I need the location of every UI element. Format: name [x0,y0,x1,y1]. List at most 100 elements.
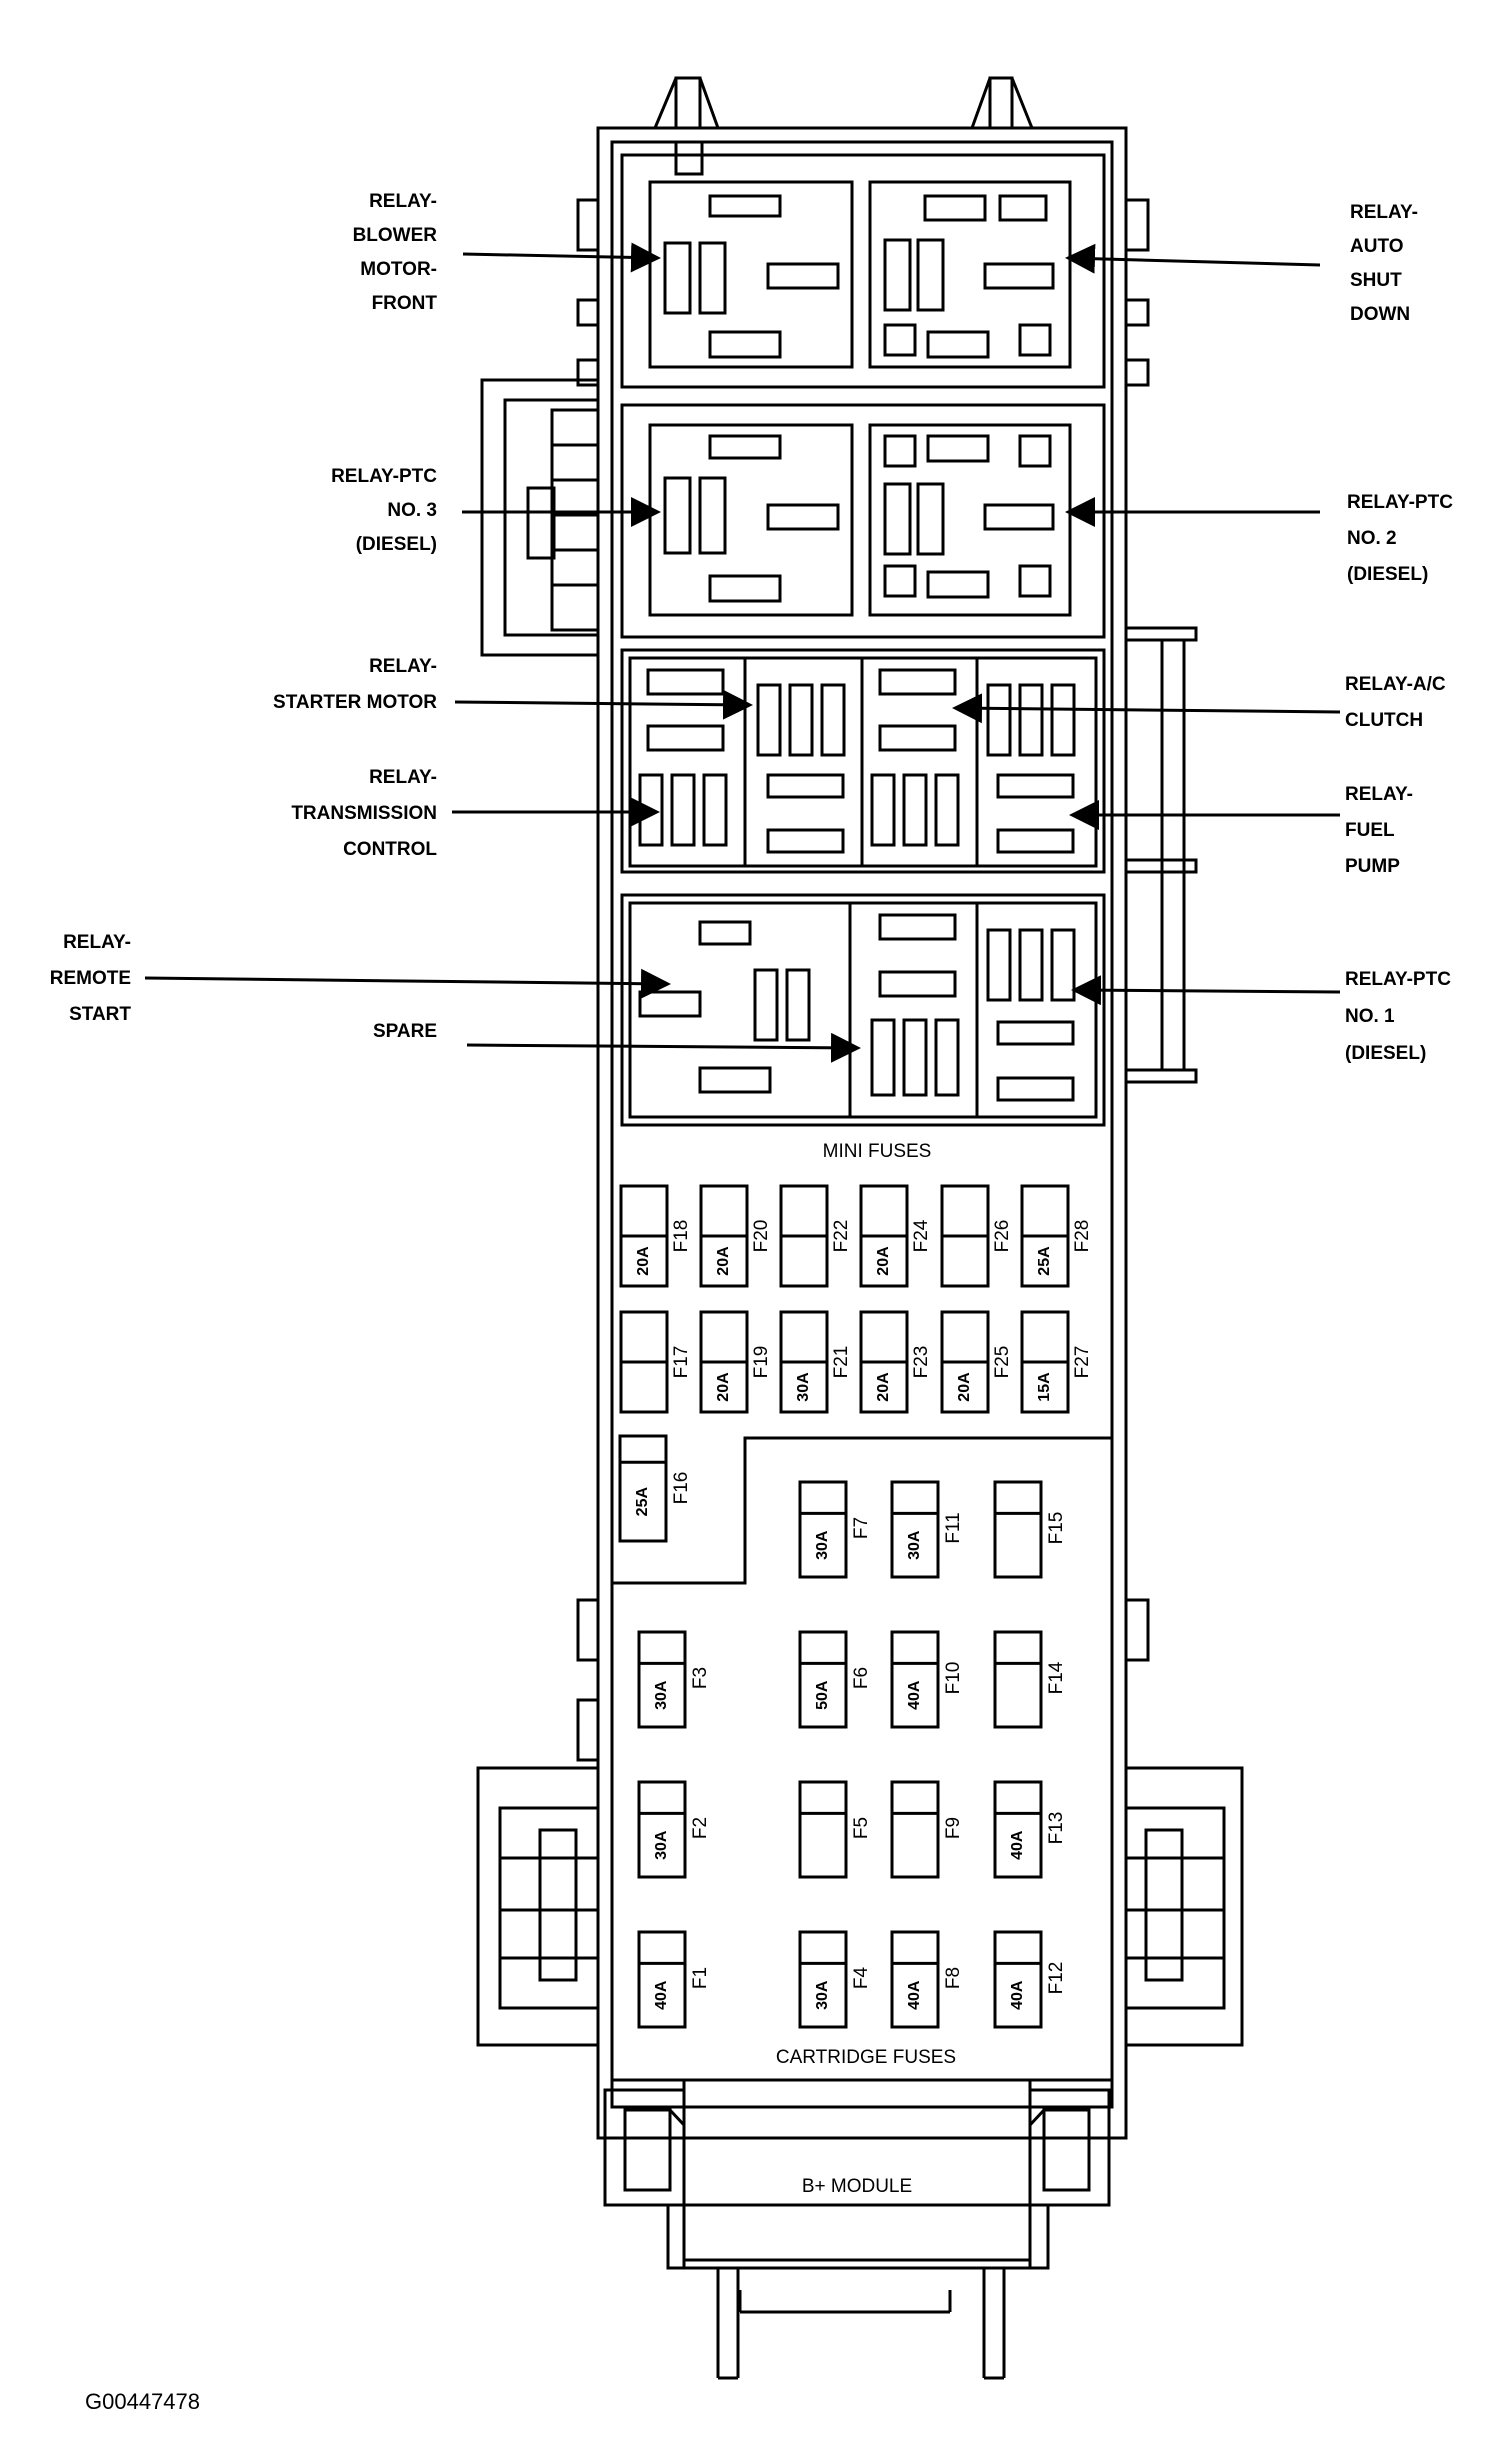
cartridge-fuse-f14: F14 [993,1630,1067,1729]
relay-labels: RELAY-BLOWERMOTOR-FRONTRELAY-AUTOSHUTDOW… [50,191,1453,1064]
fuse-id: F10 [943,1662,964,1695]
mini-fuse-f26: F26 [940,1184,1013,1288]
fuse-amperage: 15A [1036,1372,1053,1402]
callout-arrows [144,242,1341,1063]
label-fuel-pump-line-1: RELAY- [1345,784,1413,805]
fuse-id: F25 [992,1346,1013,1379]
label-ptc-no3-line-2: NO. 3 [387,500,437,521]
fuse-id: F20 [751,1220,772,1253]
label-remote-start-line-3: START [69,1004,131,1025]
label-auto-shut-down-line-4: DOWN [1350,304,1410,325]
fuse-id: F2 [690,1817,711,1839]
fuse-amperage: 40A [1009,1830,1026,1860]
relay-bay-4 [620,893,1106,1127]
label-ptc-no1-line-2: NO. 1 [1345,1006,1395,1027]
label-auto-shut-down-line-2: AUTO [1350,236,1403,257]
callout-arrow [454,689,753,720]
fuse-amperage: 20A [875,1246,892,1276]
fuse-id: F7 [851,1517,872,1539]
fuse-amperage: 30A [653,1830,670,1860]
fuse-body [890,1780,940,1879]
b-plus-module-label: B+ MODULE [802,2176,912,2197]
cartridge-fuse-f2: 30A F2 [637,1780,711,1879]
label-blower-motor-front-line-1: RELAY- [369,191,437,212]
mini-fuse-f25: 20A F25 [940,1310,1013,1414]
fuse-box-outline [476,76,1244,2380]
callout-arrow [1065,243,1321,274]
figure-id: G00447478 [85,2389,200,2414]
label-ptc-no2-line-1: RELAY-PTC [1347,492,1453,513]
fuse-amperage: 40A [906,1680,923,1710]
fuse-amperage: 40A [906,1980,923,2010]
fuse-amperage: 20A [875,1372,892,1402]
label-ptc-no1-line-1: RELAY-PTC [1345,969,1451,990]
fuse-id: F3 [690,1667,711,1689]
fuse-body [993,1630,1043,1729]
fuse-id: F13 [1046,1812,1067,1845]
fuse-body [798,1630,848,1729]
fuse-id: F5 [851,1817,872,1839]
callout-arrow [1071,975,1341,1006]
fuse-id: F26 [992,1220,1013,1253]
mini-fuses-title: MINI FUSES [823,1141,932,1162]
label-remote-start-line-2: REMOTE [50,968,131,989]
fuse-id: F15 [1046,1512,1067,1545]
label-ac-clutch-line-2: CLUTCH [1345,710,1423,731]
label-ptc-no1-line-3: (DIESEL) [1345,1043,1426,1064]
cartridge-fuse-f5: F5 [798,1780,872,1879]
fuse-amperage: 30A [795,1372,812,1402]
fuse-body [890,1630,940,1729]
fuse-amperage: 30A [906,1530,923,1560]
cartridge-fuse-f9: F9 [890,1780,964,1879]
fuse-body [618,1434,668,1543]
relay-bay-1 [620,153,1106,389]
label-fuel-pump-line-2: FUEL [1345,820,1395,841]
label-fuel-pump-line-3: PUMP [1345,856,1400,877]
fuse-body [890,1930,940,2029]
label-transmission-control-line-3: CONTROL [343,839,437,860]
callout-arrow [466,1032,861,1063]
label-ptc-no2-line-2: NO. 2 [1347,528,1397,549]
label-ptc-no3-line-1: RELAY-PTC [331,466,437,487]
fuse-id: F1 [690,1967,711,1989]
label-ptc-no3-line-3: (DIESEL) [356,534,437,555]
fuse-id: F4 [851,1966,872,1989]
fuse-amperage: 20A [635,1246,652,1276]
fuse-id: F14 [1046,1661,1067,1694]
fuse-body [637,1930,687,2029]
label-spare-line-1: SPARE [373,1021,437,1042]
fuse-id: F23 [911,1346,932,1379]
fuse-body [993,1780,1043,1879]
fuse-id: F28 [1072,1220,1093,1253]
fuse-amperage: 20A [956,1372,973,1402]
cartridge-fuse-f8: 40A F8 [890,1930,964,2029]
fuse-body [798,1930,848,2029]
callout-arrow [462,242,661,273]
fuse-id: F22 [831,1220,852,1253]
fuse-id: F9 [943,1817,964,1839]
fuse-id: F6 [851,1667,872,1689]
mini-fuse-f22: F22 [779,1184,852,1288]
label-ptc-no2-line-3: (DIESEL) [1347,564,1428,585]
label-transmission-control-line-1: RELAY- [369,767,437,788]
cartridge-fuses-title: CARTRIDGE FUSES [776,2047,956,2068]
fuse-id: F17 [671,1346,692,1379]
label-blower-motor-front-line-4: FRONT [372,293,438,314]
fuse-body [890,1480,940,1579]
fuse-id: F8 [943,1967,964,1989]
label-starter-motor-line-1: RELAY- [369,656,437,677]
fuse-id: F16 [671,1472,692,1505]
relay-bay-2 [620,403,1106,639]
label-remote-start-line-1: RELAY- [63,932,131,953]
cartridge-fuse-f13: 40A F13 [993,1780,1067,1879]
